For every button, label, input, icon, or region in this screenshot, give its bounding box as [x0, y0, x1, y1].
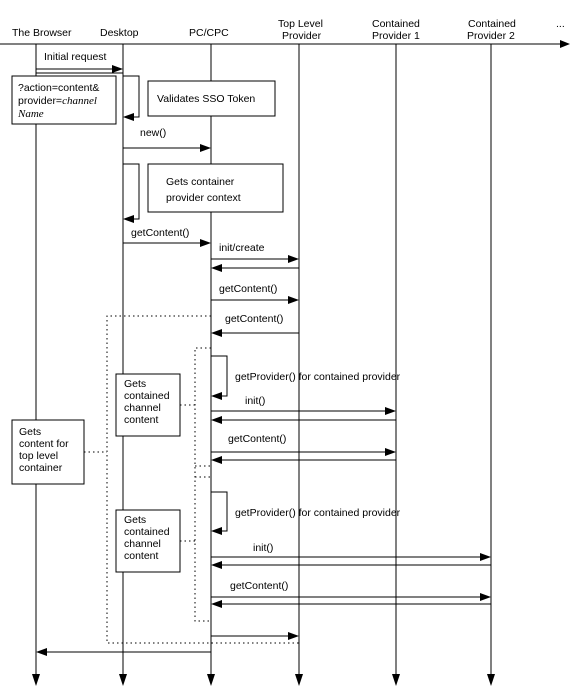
frame-top-level-container	[84, 315, 299, 644]
participant-top-level-label-2: Provider	[282, 30, 322, 42]
note-contained-content-2: Gets contained channel content	[115, 509, 181, 573]
note-contained1-line2: contained	[124, 390, 170, 402]
msg-getcontent-top-return: getContent()	[211, 313, 299, 337]
note-action-line3: Name	[17, 108, 44, 120]
note-contained2-line2: contained	[124, 526, 170, 538]
note-gets-container-context: Gets container provider context	[147, 163, 284, 213]
msg-getcontent-top-label: getContent()	[219, 283, 277, 295]
self-loop-getprovider-2: getProvider() for contained provider	[211, 491, 401, 535]
note-top-level-content: Gets content for top level container	[11, 419, 85, 485]
note-top-line4: container	[19, 462, 63, 474]
participant-contained2-label-2: Provider 2	[467, 30, 515, 42]
header-axis	[0, 40, 570, 48]
lifelines	[32, 44, 495, 686]
note-contained2-line1: Gets	[124, 514, 146, 526]
msg-getprovider-1-label: getProvider() for contained provider	[235, 371, 401, 383]
note-top-line1: Gets	[19, 426, 41, 438]
msg-getcontent-contained1: getContent()	[211, 433, 396, 464]
msg-initial-request: Initial request	[36, 51, 123, 73]
participant-headers: The Browser Desktop PC/CPC Top Level Pro…	[12, 18, 565, 42]
msg-init-create-label: init/create	[219, 242, 265, 254]
note-contained2-line3: channel	[124, 538, 161, 550]
frame-contained-providers	[180, 347, 211, 622]
participant-contained2-label-1: Contained	[468, 18, 516, 30]
participant-pccpc-label: PC/CPC	[189, 27, 229, 39]
note-validates-label: Validates SSO Token	[157, 93, 255, 105]
msg-init-create: init/create	[211, 242, 299, 272]
note-contained-content-1: Gets contained channel content	[115, 373, 181, 437]
self-loop-desktop-context	[123, 163, 140, 223]
note-top-line2: content for	[19, 438, 69, 450]
msg-init-contained2-label: init()	[253, 542, 273, 554]
self-loop-desktop-validate	[123, 75, 140, 121]
note-action-query: ?action=content& provider=channel Name	[11, 75, 117, 125]
msg-return-to-top	[211, 632, 299, 640]
self-loop-getprovider-1: getProvider() for contained provider	[211, 355, 401, 400]
msg-initial-request-label: Initial request	[44, 51, 107, 63]
msg-getcontent-desktop-label: getContent()	[131, 227, 189, 239]
note-context-line1: Gets container	[166, 176, 235, 188]
msg-response-to-browser	[36, 648, 211, 656]
msg-getprovider-2-label: getProvider() for contained provider	[235, 507, 401, 519]
msg-new-label: new()	[140, 127, 166, 139]
msg-getcontent-top-return-label: getContent()	[225, 313, 283, 325]
msg-getcontent-desktop: getContent()	[123, 227, 211, 247]
msg-new: new()	[123, 127, 211, 152]
participant-desktop-label: Desktop	[100, 27, 139, 39]
participant-contained1-label-2: Provider 1	[372, 30, 420, 42]
note-contained1-line4: content	[124, 414, 159, 426]
note-contained1-line3: channel	[124, 402, 161, 414]
note-contained1-line1: Gets	[124, 378, 146, 390]
msg-getcontent-contained2-label: getContent()	[230, 580, 288, 592]
note-top-line3: top level	[19, 450, 58, 462]
note-context-line2: provider context	[166, 192, 241, 204]
participant-contained1-label-1: Contained	[372, 18, 420, 30]
note-action-line2: provider=channel	[18, 95, 97, 107]
note-contained2-line4: content	[124, 550, 159, 562]
msg-init-contained1-label: init()	[245, 395, 265, 407]
participant-browser-label: The Browser	[12, 27, 72, 39]
msg-getcontent-contained2: getContent()	[211, 580, 491, 608]
msg-getcontent-top: getContent()	[211, 283, 299, 304]
msg-getcontent-contained1-label: getContent()	[228, 433, 286, 445]
note-action-line1: ?action=content&	[18, 82, 99, 94]
msg-init-contained1: init()	[211, 395, 396, 424]
msg-init-contained2: init()	[211, 542, 491, 569]
note-validates-sso: Validates SSO Token	[147, 80, 276, 117]
participant-top-level-label-1: Top Level	[278, 18, 323, 30]
participant-more-label: ...	[556, 18, 565, 30]
